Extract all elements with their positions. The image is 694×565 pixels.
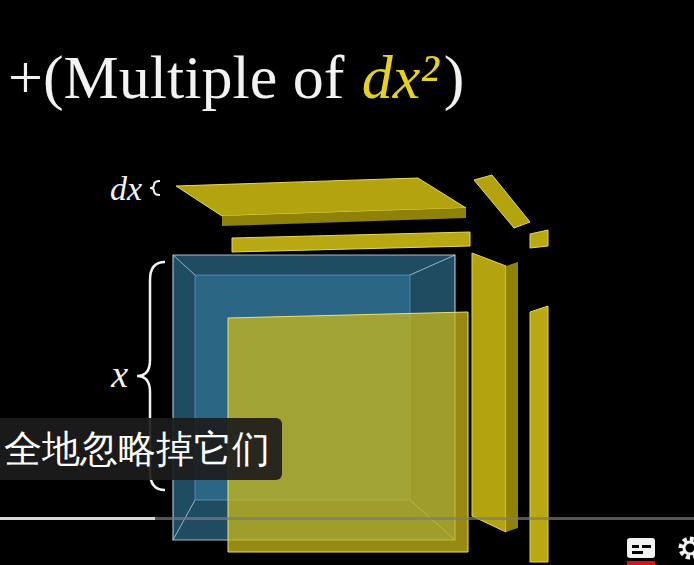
formula-term: dx² (362, 46, 439, 108)
top-slab (176, 178, 470, 252)
edge-bars (474, 175, 548, 248)
dimension-label: dx (110, 172, 142, 206)
subtitle-box: 全地忽略掉它们 (0, 418, 282, 480)
formula-text: +(Multiple of (8, 46, 344, 108)
dimension-label: x (111, 355, 128, 393)
gear-icon (681, 539, 694, 557)
formula-text: ) (444, 46, 465, 108)
right-slab (472, 253, 548, 562)
progress-bar (0, 517, 694, 520)
subtitle-text: 全地忽略掉它们 (0, 418, 282, 480)
dx-brace (150, 181, 160, 195)
subtitle-icon (627, 538, 655, 565)
